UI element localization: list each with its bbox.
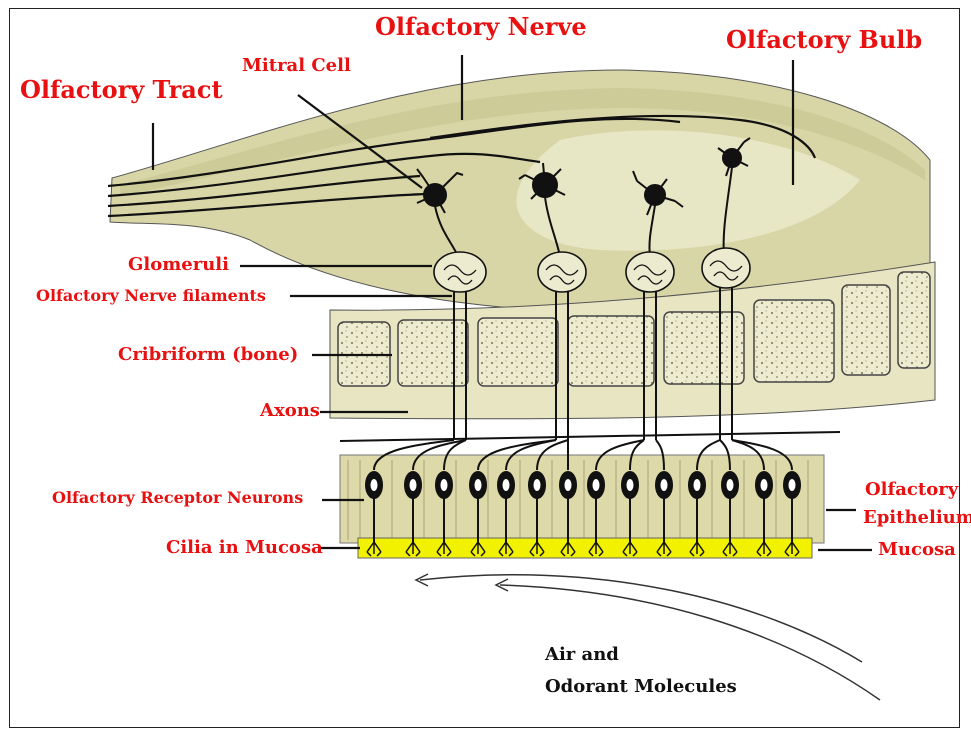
label-epithelium-line1: Olfactory	[865, 481, 958, 499]
label-cilia: Cilia in Mucosa	[166, 539, 323, 557]
neuron-nucleus	[565, 479, 572, 491]
label-mitral-cell: Mitral Cell	[242, 57, 351, 75]
label-air-line2: Odorant Molecules	[545, 678, 737, 696]
neuron-nucleus	[694, 479, 701, 491]
neuron-nucleus	[441, 479, 448, 491]
label-olfactory-nerve: Olfactory Nerve	[375, 15, 587, 39]
label-glomeruli: Glomeruli	[128, 256, 229, 274]
label-olfactory-tract: Olfactory Tract	[20, 78, 223, 102]
neuron-nucleus	[371, 479, 378, 491]
neuron-nucleus	[661, 479, 668, 491]
mucosa-band	[358, 538, 812, 558]
neuron-nucleus	[593, 479, 600, 491]
label-olfactory-bulb: Olfactory Bulb	[726, 28, 922, 52]
label-air-line1: Air and	[545, 646, 619, 664]
label-mucosa: Mucosa	[878, 541, 956, 559]
neuron-nucleus	[627, 479, 634, 491]
neuron-nucleus	[410, 479, 417, 491]
label-cribriform: Cribriform (bone)	[118, 346, 298, 364]
neuron-nucleus	[475, 479, 482, 491]
basement-line	[340, 432, 840, 441]
neuron-nucleus	[727, 479, 734, 491]
neuron-nucleus	[503, 479, 510, 491]
label-receptor-neurons: Olfactory Receptor Neurons	[52, 490, 303, 506]
neuron-nucleus	[761, 479, 768, 491]
label-epithelium-line2: Epithelium	[863, 509, 971, 527]
neuron-nucleus	[534, 479, 541, 491]
label-axons: Axons	[260, 402, 320, 420]
label-nerve-filaments: Olfactory Nerve filaments	[36, 288, 266, 304]
neuron-nucleus	[789, 479, 796, 491]
